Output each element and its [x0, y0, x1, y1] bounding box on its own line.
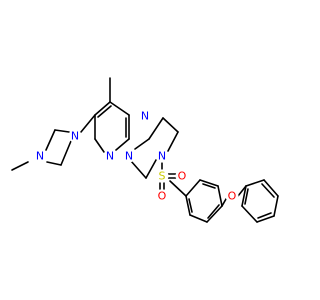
bond-26 [169, 180, 187, 197]
svg-text:N: N [71, 130, 79, 143]
bond-35 [188, 198, 193, 213]
bond-38 [245, 179, 265, 187]
bond-31 [189, 214, 208, 223]
bond-5 [80, 114, 96, 133]
svg-text:N: N [141, 110, 149, 123]
svg-text:S: S [159, 170, 166, 183]
bond-34 [207, 204, 220, 219]
bond-1 [45, 129, 56, 151]
atom-n-piperazine-2: N [68, 129, 82, 143]
bond-0 [11, 161, 29, 171]
bond-40 [273, 195, 279, 217]
svg-text:O: O [178, 170, 187, 183]
bond-9 [115, 138, 130, 151]
svg-text:O: O [158, 190, 167, 203]
bond-45 [257, 212, 272, 219]
atom-s-sulfonyl: S [155, 169, 169, 183]
bond-29 [217, 185, 223, 207]
bond-20 [130, 160, 147, 179]
svg-text:N: N [36, 150, 44, 163]
bond-6 [94, 101, 111, 116]
bond-7 [109, 101, 130, 116]
bond-4 [46, 161, 62, 166]
atom-n-piperazine-4: N [155, 149, 169, 163]
bond-3 [60, 140, 72, 166]
atom-n-pyrimidine-1: N [103, 149, 117, 163]
svg-text:O: O [228, 190, 237, 203]
svg-text:N: N [125, 150, 133, 163]
bond-41 [256, 215, 275, 223]
bond-33 [202, 183, 216, 189]
bond-30 [206, 205, 223, 223]
bond-32 [185, 195, 191, 216]
bond-10 [94, 138, 105, 153]
bond-44 [261, 183, 275, 198]
bond-28 [199, 179, 219, 187]
bond-lines [11, 77, 279, 223]
atom-n-piperazine-1: N [33, 149, 47, 163]
atom-o-sulfonyl-1: O [175, 169, 189, 183]
svg-text:N: N [106, 150, 114, 163]
atom-labels: N N N N N N S O [33, 109, 239, 203]
atom-n-piperazine-3: N [122, 149, 136, 163]
bond-2 [54, 129, 70, 133]
bond-42 [241, 205, 258, 223]
bond-18 [167, 131, 179, 152]
bond-43 [241, 185, 247, 207]
bond-39 [263, 179, 279, 197]
bond-19 [145, 159, 157, 179]
bond-46 [244, 188, 249, 205]
bond-27 [185, 179, 201, 197]
bond-36 [221, 198, 227, 207]
bond-12 [97, 105, 112, 118]
bond-16 [148, 117, 164, 140]
bond-37 [237, 185, 247, 197]
molecule-structure-diagram: N N N N N N S O [11, 77, 279, 223]
bond-17 [162, 117, 179, 133]
atom-n-pyrimidine-2: N [138, 109, 152, 123]
atom-o-sulfonyl-2: O [155, 189, 169, 203]
bond-15 [134, 138, 150, 150]
atom-o-ether: O [225, 189, 239, 203]
svg-text:N: N [158, 150, 166, 163]
